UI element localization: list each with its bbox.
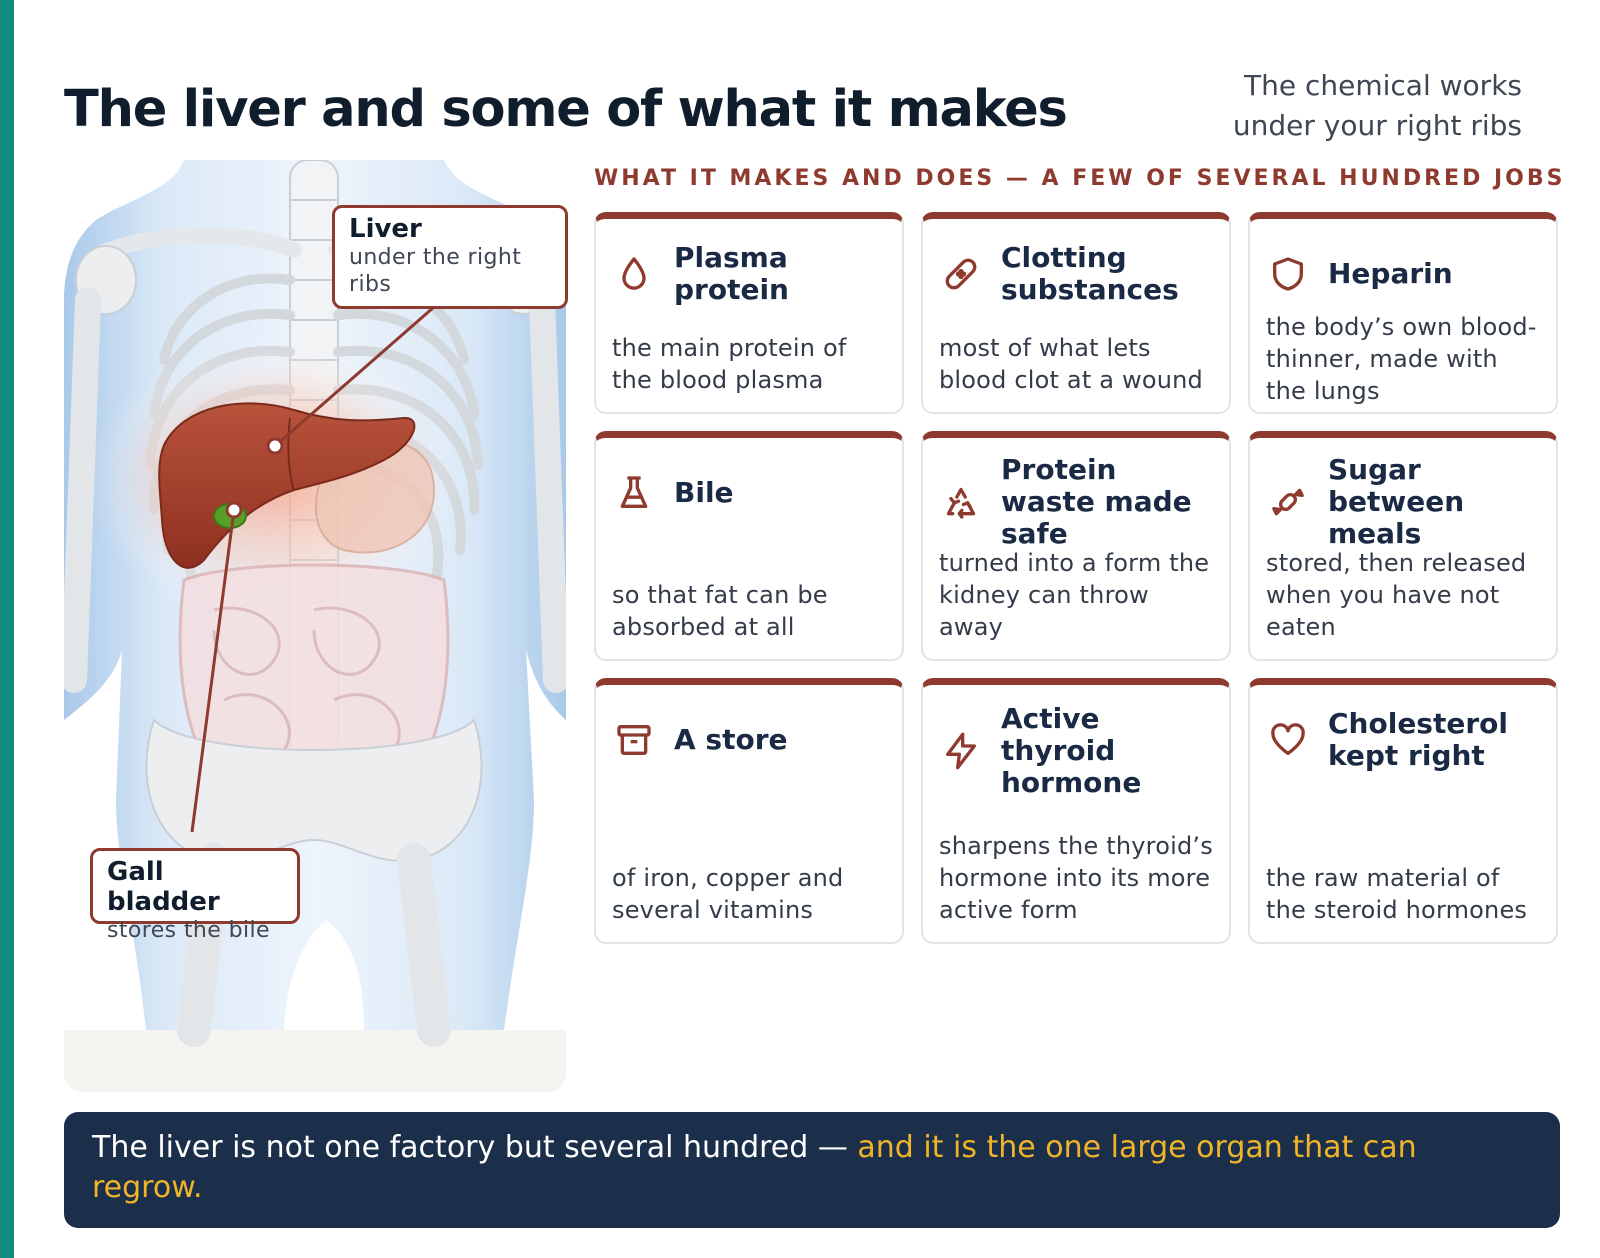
card-description: so that fat can be absorbed at all <box>612 581 828 641</box>
card-title: Active thyroid hormone <box>1001 702 1142 799</box>
gall-bladder-marker <box>225 501 243 519</box>
liver-callout-title: Liver <box>349 214 422 244</box>
card-heparin: Heparin the body’s own blood-thinner, ma… <box>1248 212 1558 414</box>
card-title: Clotting substances <box>1001 241 1179 306</box>
card-title: Bile <box>674 476 734 509</box>
card-description: turned into a form the kidney can throw … <box>939 549 1210 641</box>
banner-highlight: and it is the one large organ that can r… <box>92 1130 1417 1205</box>
card-protein-waste: Protein waste made safe turned into a fo… <box>921 431 1231 661</box>
liver-leader-line <box>274 298 443 448</box>
card-bile: Bile so that fat can be absorbed at all <box>594 431 904 661</box>
lightning-icon <box>939 729 983 773</box>
card-description: the raw material of the steroid hormones <box>1266 864 1528 924</box>
gall-bladder-callout-sub: stores the bile <box>107 918 270 943</box>
card-description: the body’s own blood-thinner, made with … <box>1266 313 1537 405</box>
shield-icon <box>1266 252 1310 296</box>
card-title: Sugar between meals <box>1328 452 1465 550</box>
gall-bladder-callout: Gall bladder stores the bile <box>90 848 300 943</box>
card-description: the main protein of the blood plasma <box>612 334 847 394</box>
heart-icon <box>1266 718 1310 762</box>
drop-icon <box>612 252 656 296</box>
card-description: of iron, copper and several vitamins <box>612 864 844 924</box>
summary-banner: The liver is not one factory but several… <box>64 1112 1560 1228</box>
gall-bladder-leader-line <box>190 509 236 833</box>
liver-callout-sub: under the right ribs <box>349 245 522 297</box>
card-active-thyroid-hormone: Active thyroid hormone sharpens the thyr… <box>921 678 1231 944</box>
banner-text: The liver is not one factory but several… <box>92 1130 858 1165</box>
function-cards-grid: Plasma protein the main protein of the b… <box>594 212 1560 944</box>
card-title: A store <box>674 723 788 756</box>
card-clotting-substances: Clotting substances most of what lets bl… <box>921 212 1231 414</box>
accent-bar <box>0 0 14 1258</box>
gall-bladder-callout-title: Gall bladder <box>107 857 220 917</box>
card-cholesterol: Cholesterol kept right the raw material … <box>1248 678 1558 944</box>
card-title: Plasma protein <box>674 241 789 306</box>
archive-icon <box>612 718 656 762</box>
card-title: Cholesterol kept right <box>1328 707 1508 772</box>
card-sugar-between-meals: Sugar between meals stored, then release… <box>1248 431 1558 661</box>
bandage-icon <box>939 252 983 296</box>
card-description: stored, then released when you have not … <box>1266 549 1527 641</box>
card-description: sharpens the thyroid’s hormone into its … <box>939 832 1213 924</box>
candy-icon <box>1266 480 1310 524</box>
section-label: WHAT IT MAKES AND DOES — A FEW OF SEVERA… <box>594 166 1566 191</box>
flask-icon <box>612 471 656 515</box>
card-plasma-protein: Plasma protein the main protein of the b… <box>594 212 904 414</box>
page-title: The liver and some of what it makes <box>64 80 1068 139</box>
recycle-icon <box>939 480 983 524</box>
card-title: Heparin <box>1328 257 1453 290</box>
page-subtitle: The chemical works under your right ribs <box>1232 69 1522 142</box>
liver-callout: Liver under the right ribs <box>332 205 568 309</box>
card-description: most of what lets blood clot at a wound <box>939 334 1203 394</box>
liver-marker <box>266 437 284 455</box>
card-a-store: A store of iron, copper and several vita… <box>594 678 904 944</box>
card-title: Protein waste made safe <box>1001 452 1192 550</box>
